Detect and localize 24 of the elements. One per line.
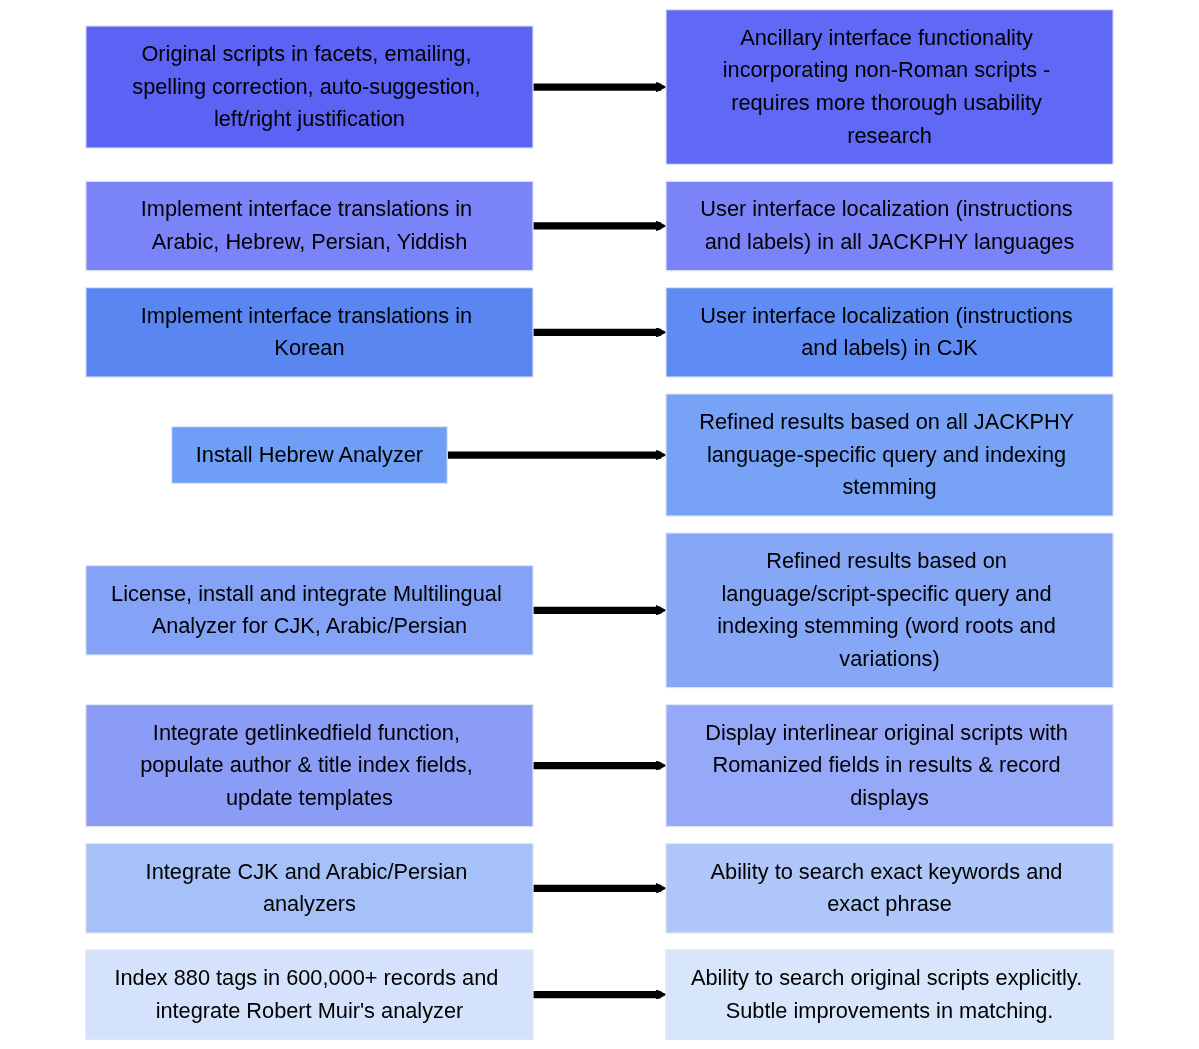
arrow: [533, 81, 667, 93]
arrow: [533, 989, 667, 1000]
node-box: Refined results based on language/script-specific query and indexing stemming (word roots and variations): [665, 532, 1114, 689]
node-box: Original scripts in facets, emailing, spelling correction, auto-suggestion, left/right justification: [85, 25, 534, 149]
node-box: Ancillary interface functionality incorporating non-Roman scripts - requires more thorough usability research: [665, 9, 1114, 165]
arrow: [533, 220, 667, 232]
node-box: License, install and integrate Multilingual Analyzer for CJK, Arabic/Persian: [85, 565, 534, 656]
node-box: User interface localization (instructions and labels) in all JACKPHY languages: [665, 180, 1114, 272]
arrow: [533, 327, 667, 338]
node-box: Display interlinear original scripts with Romanized fields in results & record displays: [665, 703, 1114, 828]
node-box: Implement interface translations in Korean: [85, 287, 534, 378]
arrow: [447, 449, 667, 461]
node-box: Ability to search exact keywords and exact phrase: [665, 842, 1114, 934]
node-box: Ability to search original scripts explicitly. Subtle improvements in matching.: [665, 949, 1114, 1040]
node-box: Implement interface translations in Arabic, Hebrew, Persian, Yiddish: [85, 180, 534, 272]
node-box: User interface localization (instructions and labels) in CJK: [665, 287, 1114, 378]
node-box: Integrate CJK and Arabic/Persian analyzers: [85, 842, 534, 934]
node-box: Index 880 tags in 600,000+ records and integrate Robert Muir's analyzer: [85, 949, 534, 1040]
node-box: Integrate getlinkedfield function, populate author & title index fields, update templates: [85, 703, 534, 828]
arrow: [533, 882, 667, 894]
arrow: [533, 760, 667, 771]
node-box: Install Hebrew Analyzer: [171, 426, 448, 484]
arrow: [533, 605, 667, 616]
node-box: Refined results based on all JACKPHY language-specific query and indexing stemming: [665, 393, 1114, 517]
